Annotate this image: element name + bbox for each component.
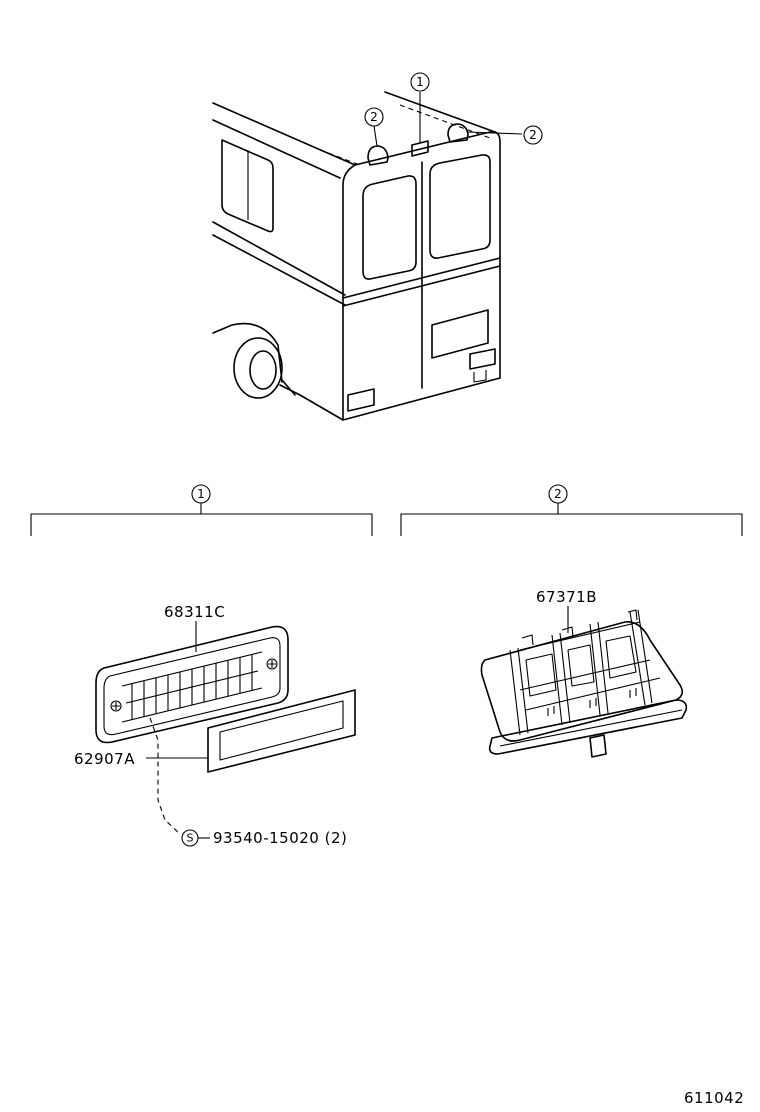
part-label-67371b: 67371B [536,588,597,606]
callout-2-label: 2 [529,128,537,142]
part-label-62907a: 62907A [74,750,135,768]
callout-1-label: 1 [416,75,424,89]
section-2-bracket: 2 [400,484,743,536]
part-label-68311c: 68311C [164,603,225,621]
section-1-label: 1 [197,487,205,501]
clearance-lamp-67371b: 67371B [480,588,688,758]
section-2-label: 2 [554,487,562,501]
callout-2-label: 2 [370,110,378,124]
screw-symbol: S [187,832,194,845]
lens-62907a: 62907A [74,689,356,773]
section-1-bracket: 1 [30,484,373,536]
screw-93540-15020: S 93540-15020 (2) [149,717,347,847]
callout-2-right: 2 [523,125,543,145]
callout-2-left: 2 [364,107,384,127]
lamp-assembly-68311c: 68311C [95,603,289,744]
illustration-code: 611042 [684,1089,744,1107]
part-label-93540-15020: 93540-15020 (2) [213,829,347,847]
van-illustration: 1 2 2 [212,72,543,421]
callout-1-roof: 1 [410,72,430,92]
